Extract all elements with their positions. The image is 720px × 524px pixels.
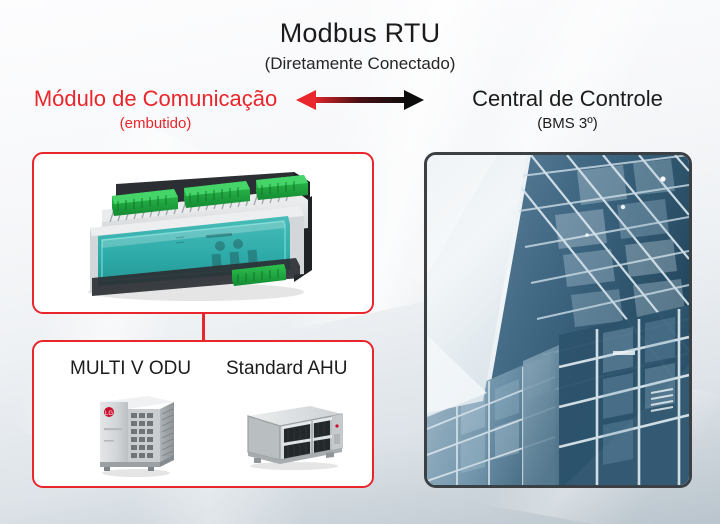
left-side-label-group: Módulo de Comunicação (embutido) [18, 86, 293, 134]
communication-module-sublabel: (embutido) [119, 115, 192, 132]
glass-office-building-image [427, 155, 689, 485]
multi-v-odu-label: MULTI V ODU [70, 358, 192, 379]
svg-text:LG: LG [105, 411, 113, 417]
air-handling-unit-image [247, 406, 343, 470]
bidirectional-arrow [296, 88, 424, 114]
panel-connector-line [202, 313, 205, 342]
slide-title: Modbus RTU [279, 18, 441, 48]
communication-module-label: Módulo de Comunicação [33, 86, 278, 111]
slide-subtitle: (Diretamente Conectado) [264, 54, 456, 73]
communication-module-panel [32, 152, 374, 314]
standard-ahu-label: Standard AHU [226, 358, 348, 379]
lg-outdoor-unit-image: LG [100, 396, 174, 477]
right-side-label-group: Central de Controle (BMS 3º) [430, 86, 705, 134]
communication-module-device-image [88, 172, 312, 301]
glass-office-building-photo-panel [424, 152, 692, 488]
control-center-sublabel: (BMS 3º) [537, 115, 598, 132]
control-center-label: Central de Controle [472, 86, 663, 111]
green-terminal-blocks [112, 175, 308, 216]
bidirectional-arrow-icon [296, 90, 424, 110]
